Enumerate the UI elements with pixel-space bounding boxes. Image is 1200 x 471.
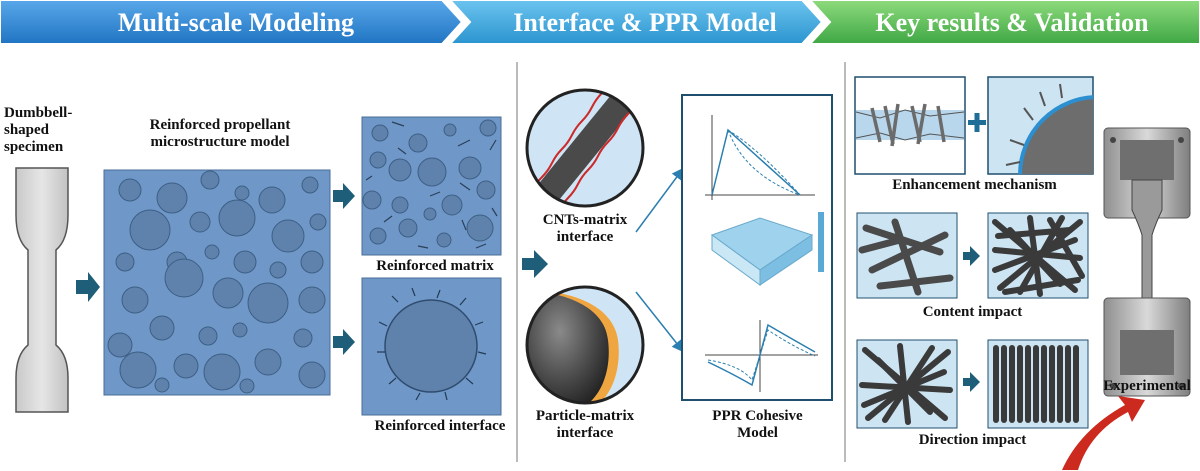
particle-label: Particle-matrix interface: [535, 408, 635, 441]
step2-chevron: [447, 0, 824, 45]
particle-matrix-interface-circle: [525, 285, 645, 405]
reinforced-interface-view: [361, 277, 502, 416]
interface-label: Reinforced interface: [374, 418, 506, 434]
content-high-panel: [987, 212, 1089, 299]
enhancement-label: Enhancement mechanism: [892, 177, 1057, 193]
step1-title: Multi-scale Modeling: [118, 8, 354, 37]
direction-aligned-panel: [987, 339, 1089, 429]
header-banner: Multi-scale Modeling Interface & PPR Mod…: [0, 0, 1200, 45]
plus-icon: [968, 113, 986, 132]
direction-random-panel: [856, 339, 958, 429]
direction-label: Direction impact: [918, 432, 1027, 448]
dumbbell-specimen: [15, 167, 69, 413]
content-label: Content impact: [922, 304, 1023, 320]
arrow-content: [963, 246, 980, 266]
ppr-model-box: [681, 94, 833, 401]
red-curved-arrow: [1062, 396, 1145, 470]
step1-chevron: [0, 0, 464, 45]
matrix-label: Reinforced matrix: [376, 258, 494, 274]
cnt-matrix-interface-circle: [525, 88, 645, 208]
step2-title: Interface & PPR Model: [513, 8, 777, 37]
ppr-label: PPR Cohesive Model: [712, 408, 803, 441]
connector-line-bottom: [635, 291, 684, 353]
arrow-to-matrix: [333, 183, 355, 209]
cnt-label: CNTs-matrix interface: [542, 212, 628, 245]
reinforced-matrix-view: [361, 116, 502, 256]
experimental-tester: [1103, 127, 1191, 397]
arrow-to-interface: [333, 329, 355, 355]
arrow-specimen-to-micro: [76, 272, 100, 302]
arrow-to-interfaces: [522, 250, 548, 278]
enhancement-particle-panel: [987, 76, 1094, 175]
enhancement-crack-panel: [854, 76, 966, 175]
specimen-label: Dumbbell- shaped specimen: [4, 105, 73, 155]
arrow-direction: [963, 372, 980, 392]
step3-chevron: [807, 0, 1200, 45]
micro-label: Reinforced propellant microstructure mod…: [149, 117, 291, 150]
connector-line-top: [635, 167, 684, 233]
step3-title: Key results & Validation: [875, 8, 1149, 37]
microstructure-model: [103, 169, 331, 396]
content-low-panel: [856, 212, 958, 299]
experimental-label: Experimental: [1103, 378, 1191, 394]
